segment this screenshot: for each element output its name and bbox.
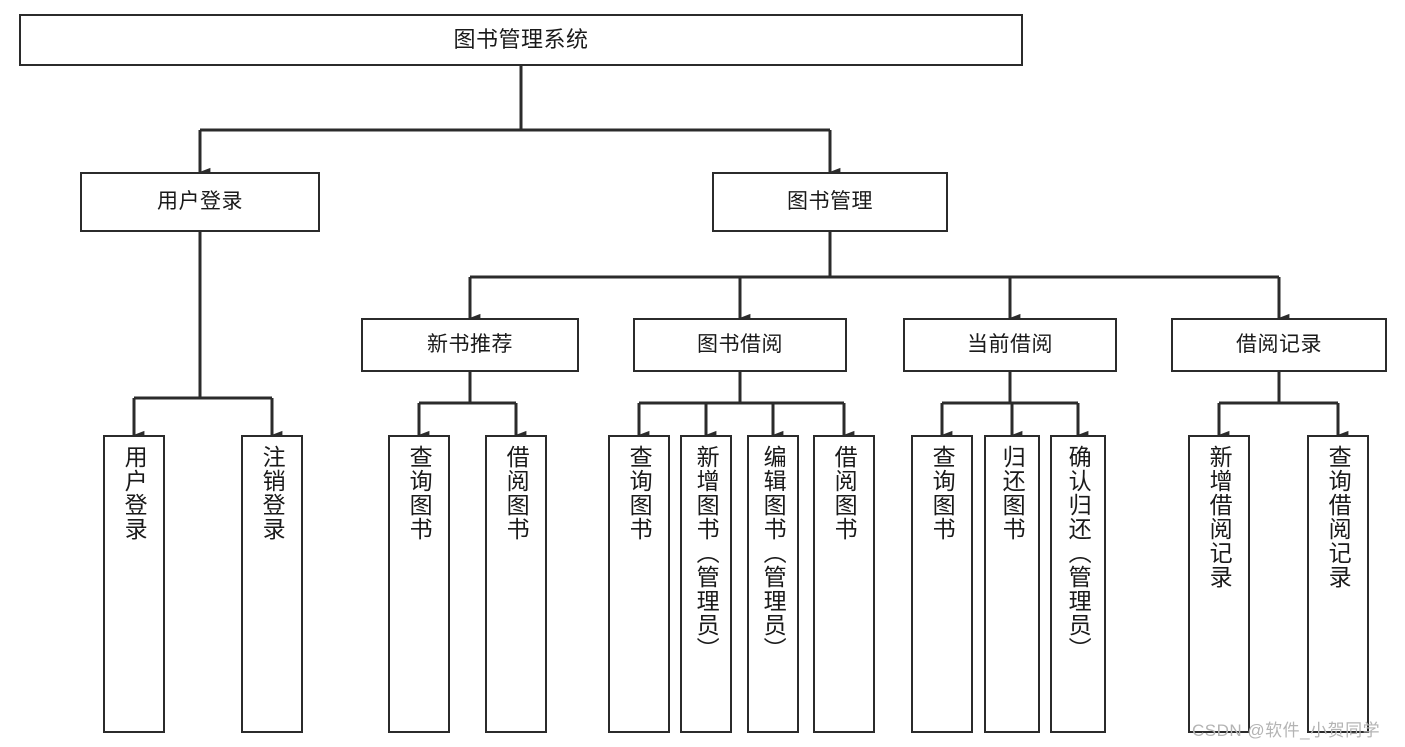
leaf-edit-book-label: 编辑图书（管理员） [760,445,787,661]
node-root-label: 图书管理系统 [453,27,589,53]
node-root[interactable]: 图书管理系统 [19,14,1023,66]
leaf-query-borrow-record[interactable]: 查询借阅记录 [1307,435,1369,733]
node-book-manage[interactable]: 图书管理 [712,172,948,232]
leaf-add-book[interactable]: 新增图书（管理员） [680,435,732,733]
leaf-query-book-rec[interactable]: 查询图书 [388,435,450,733]
node-current-borrow-label: 当前借阅 [967,332,1053,356]
node-new-book-recommend-label: 新书推荐 [427,332,513,356]
csdn-watermark: CSDN @软件_小贺同学 [1192,721,1381,740]
node-user-login-label: 用户登录 [157,189,243,213]
leaf-borrow-book-rec-label: 借阅图书 [503,445,530,541]
leaf-add-book-label: 新增图书（管理员） [693,445,720,661]
leaf-user-login-label: 用户登录 [121,445,148,541]
leaf-borrow-book-rec[interactable]: 借阅图书 [485,435,547,733]
leaf-user-login[interactable]: 用户登录 [103,435,165,733]
leaf-query-book-rec-label: 查询图书 [406,445,433,541]
node-new-book-recommend[interactable]: 新书推荐 [361,318,579,372]
leaf-query-book-borrow[interactable]: 查询图书 [608,435,670,733]
leaf-borrow-book-label: 借阅图书 [831,445,858,541]
leaf-user-logout-label: 注销登录 [259,445,286,541]
leaf-query-book-current-label: 查询图书 [929,445,956,541]
leaf-confirm-return-label: 确认归还（管理员） [1065,445,1092,661]
node-borrow-record-label: 借阅记录 [1236,332,1322,356]
leaf-add-borrow-record-label: 新增借阅记录 [1206,445,1233,589]
leaf-add-borrow-record[interactable]: 新增借阅记录 [1188,435,1250,733]
node-book-borrow-label: 图书借阅 [697,332,783,356]
node-user-login[interactable]: 用户登录 [80,172,320,232]
node-borrow-record[interactable]: 借阅记录 [1171,318,1387,372]
leaf-query-book-current[interactable]: 查询图书 [911,435,973,733]
node-current-borrow[interactable]: 当前借阅 [903,318,1117,372]
leaf-query-borrow-record-label: 查询借阅记录 [1325,445,1352,589]
leaf-query-book-borrow-label: 查询图书 [626,445,653,541]
leaf-borrow-book[interactable]: 借阅图书 [813,435,875,733]
node-book-manage-label: 图书管理 [787,189,873,213]
leaf-return-book[interactable]: 归还图书 [984,435,1040,733]
leaf-confirm-return[interactable]: 确认归还（管理员） [1050,435,1106,733]
leaf-edit-book[interactable]: 编辑图书（管理员） [747,435,799,733]
leaf-return-book-label: 归还图书 [999,445,1026,541]
node-book-borrow[interactable]: 图书借阅 [633,318,847,372]
leaf-user-logout[interactable]: 注销登录 [241,435,303,733]
